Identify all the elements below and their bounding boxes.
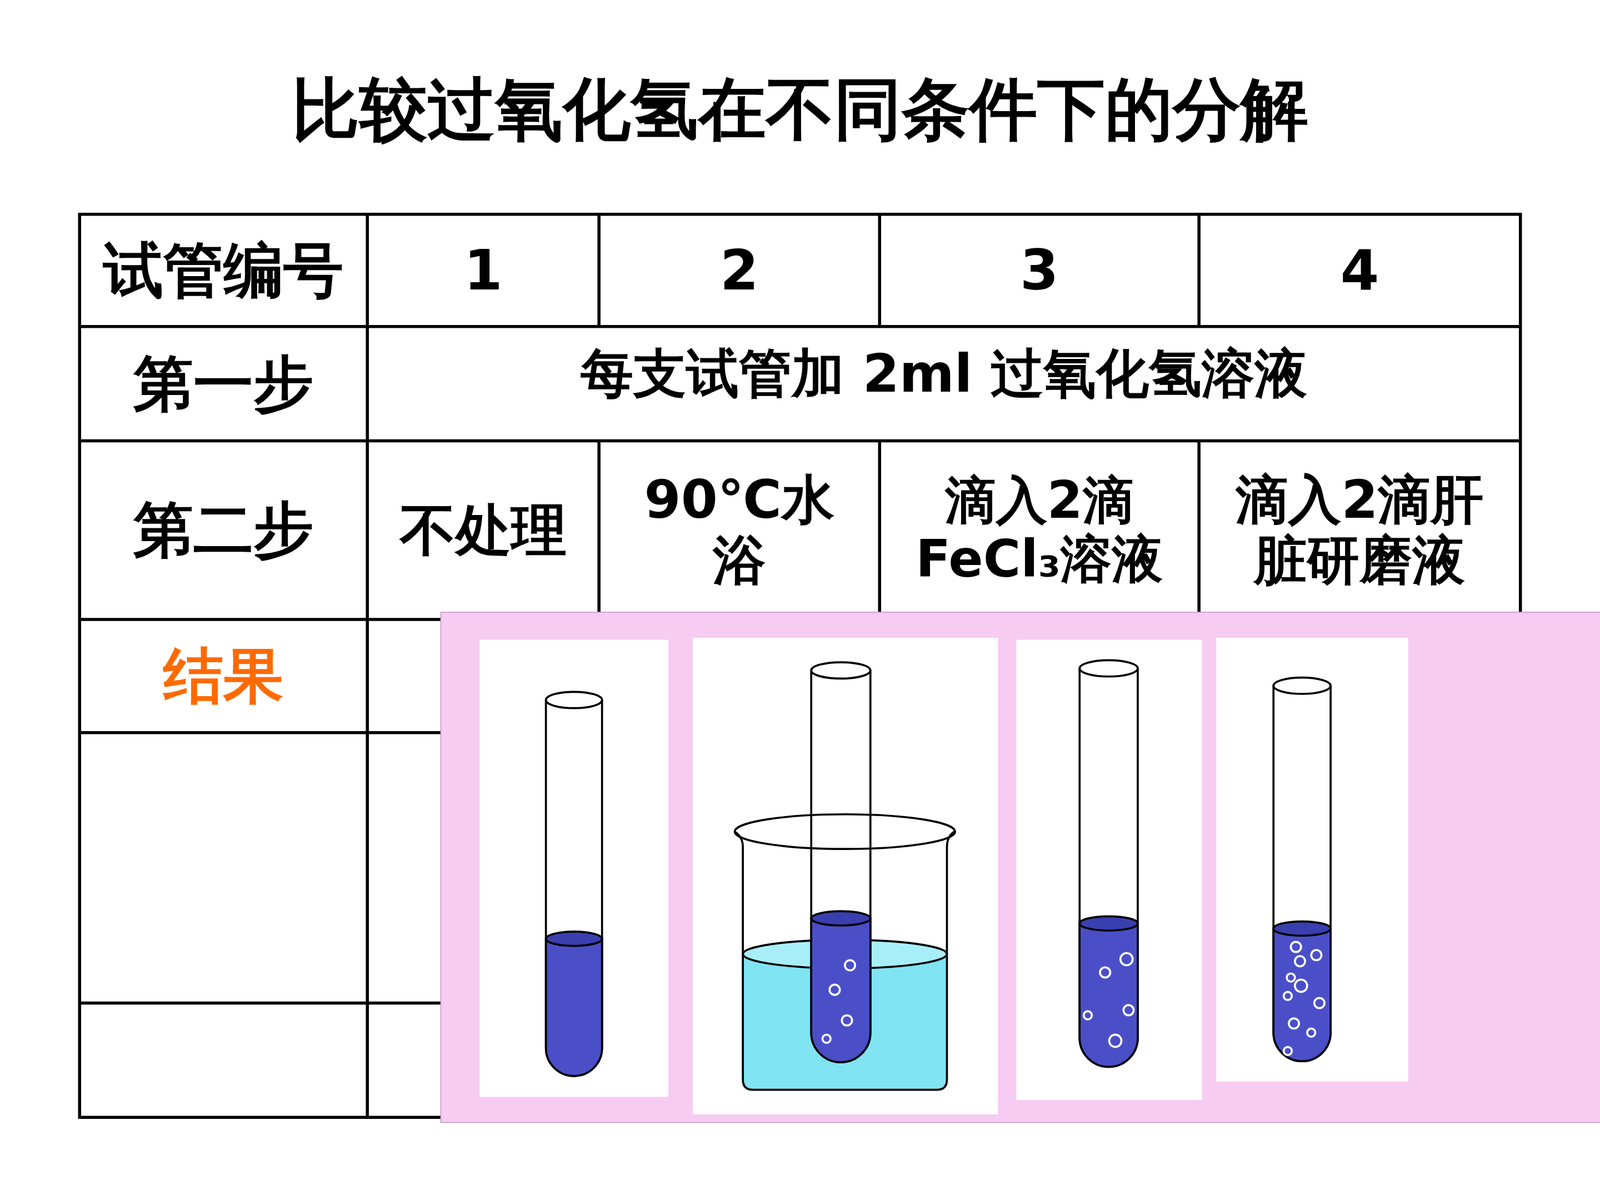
tube-number: 2 — [720, 238, 759, 303]
table-cell: 2 — [598, 214, 880, 327]
tube-number: 3 — [1020, 238, 1059, 303]
table-cell: 滴入2滴FeCl₃溶液 — [879, 440, 1199, 619]
table-grid — [79, 214, 1520, 1118]
table-cell: 第一步 — [79, 326, 368, 442]
slide-title: 比较过氧化氢在不同条件下的分解 — [291, 70, 1309, 149]
step-label: 第一步 — [133, 349, 314, 419]
header-cell: 试管编号 — [103, 236, 344, 305]
table-cell: 90℃水浴 — [598, 440, 880, 619]
title-box: 比较过氧化氢在不同条件下的分解 — [0, 61, 1600, 158]
condition-text: 滴入2滴肝脏研磨液 — [1220, 469, 1499, 592]
table-cell: 1 — [367, 214, 599, 327]
step-label: 第二步 — [133, 495, 314, 565]
table-cell: 结果 — [79, 619, 368, 733]
result-label: 结果 — [163, 641, 284, 711]
test-tube-2-water-bath — [692, 637, 998, 1115]
table-cell: 4 — [1198, 214, 1521, 327]
condition-text: 90℃水浴 — [642, 469, 837, 592]
table-cell: 不处理 — [367, 440, 599, 619]
step-one-text: 每支试管加 2ml 过氧化氢溶液 — [580, 343, 1308, 404]
test-tube-3 — [1016, 640, 1202, 1100]
test-tube-4 — [1216, 637, 1408, 1082]
tube-number: 1 — [463, 238, 503, 303]
test-tube-1 — [479, 640, 669, 1098]
condition-text: 不处理 — [400, 498, 567, 563]
condition-text: 滴入2滴FeCl₃溶液 — [895, 471, 1184, 589]
table-cell: 试管编号 — [79, 214, 368, 327]
table-cell: 每支试管加 2ml 过氧化氢溶液 — [367, 318, 1521, 429]
table-cell: 3 — [879, 214, 1199, 327]
table-cell: 滴入2滴肝脏研磨液 — [1198, 440, 1521, 619]
table-cell: 第二步 — [79, 440, 368, 619]
tube-number: 4 — [1340, 238, 1380, 303]
overlay-panel — [440, 612, 1600, 1123]
